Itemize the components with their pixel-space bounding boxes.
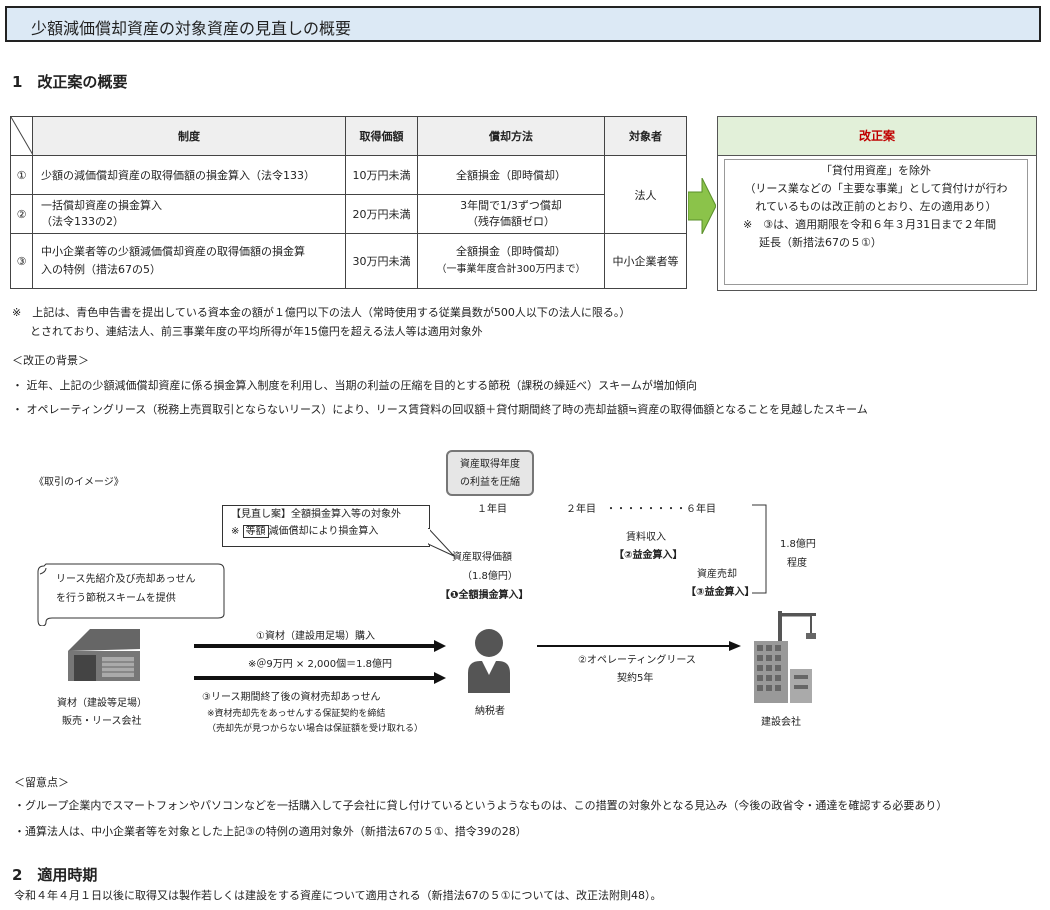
price-cell: 10万円未満 <box>345 155 418 195</box>
lease-arrow <box>537 641 741 651</box>
asset-price-line: （1.8億円） <box>462 571 518 582</box>
table-header: 対象者 <box>604 116 687 156</box>
method-line: 全額損金（即時償却） <box>456 245 566 258</box>
scroll-line: リース先紹介及び売却あっせん <box>56 574 196 585</box>
target-cell: 法人 <box>604 155 687 234</box>
compress-line: 資産取得年度 <box>460 459 520 470</box>
sale-line: 資産売却 <box>697 569 737 580</box>
row-number: ① <box>10 155 33 195</box>
title-bar: 少額減価償却資産の対象資産の見直しの概要 <box>5 6 1041 42</box>
company-line: 販売・リース会社 <box>62 716 142 727</box>
page-title: 少額減価償却資産の対象資産の見直しの概要 <box>31 19 352 38</box>
rent-line: 賃料収入 <box>626 532 666 543</box>
system-cell: 中小企業者等の少額減価償却資産の取得価額の損金算 入の特例（措法67の5） <box>32 233 346 289</box>
points-heading: ＜留意点＞ <box>14 776 69 789</box>
table-header: 制度 <box>32 116 346 156</box>
method-cell: 全額損金（即時償却） （一事業年度合計300万円まで） <box>417 233 605 289</box>
arrow-2-label: ③リース期間終了後の資材売却あっせん <box>202 692 381 703</box>
section-2-text: 令和４年４月１日以後に取得又は製作若しくは建設をする資産について適用される（新措… <box>14 889 662 902</box>
arrow-2-note: ※資材売却先をあっせんする保証契約を締結 <box>207 709 386 719</box>
arrow-2-note: （売却先が見つからない場合は保証額を受け取れる） <box>207 724 424 734</box>
point-2: ・通算法人は、中小企業者等を対象とした上記③の特例の適用対象外（新措法67の５①… <box>14 825 527 838</box>
diagram-label: 《取引のイメージ》 <box>34 477 124 488</box>
system-cell: 少額の減価償却資産の取得価額の損金算入（法令133） <box>32 155 346 195</box>
year-2-6-label: ２年目 ・・・・・・・・６年目 <box>566 504 716 515</box>
right-arrow-icon <box>688 178 716 234</box>
table-header-row: 制度 取得価額 償却方法 対象者 <box>10 116 687 156</box>
review-callout: 【見直し案】全額損金算入等の対象外 ※ 等額減価償却により損金算入 <box>222 505 430 547</box>
reform-line: ※ ③は、適用期限を令和６年３月31日まで２年間 <box>743 218 997 231</box>
rent-line: 【②益金算入】 <box>614 550 683 561</box>
warehouse-icon <box>68 629 140 681</box>
reform-line: （リース業などの「主要な事業」として貸付けが行わ <box>744 182 1008 195</box>
amount-line: 1.8億円 <box>780 539 816 550</box>
background-heading: ＜改正の背景＞ <box>12 354 89 367</box>
compress-line: の利益を圧縮 <box>460 477 520 488</box>
asset-price-line: 資産取得価額 <box>452 552 512 563</box>
method-cell: 3年間で1/3ずつ償却 （残存価額ゼロ） <box>417 194 605 234</box>
system-line: 入の特例（措法67の5） <box>41 263 161 276</box>
reform-line: 「貸付用資産」を除外 <box>821 164 931 177</box>
arrow-1-note: ※＠9万円 × 2,000個＝1.8億円 <box>248 659 393 670</box>
reform-box: 改正案 「貸付用資産」を除外 （リース業などの「主要な事業」として貸付けが行わ … <box>717 116 1037 291</box>
background-bullet-2: ・ オペレーティングリース（税務上売買取引とならないリース）により、リース賃貸料… <box>12 403 868 416</box>
target-cell: 中小企業者等 <box>604 233 687 289</box>
construction-label: 建設会社 <box>761 717 801 728</box>
table-header: 償却方法 <box>417 116 605 156</box>
method-line: 3年間で1/3ずつ償却 <box>460 199 562 212</box>
review-box-text: 等額 <box>242 525 269 538</box>
point-1: ・グループ企業内でスマートフォンやパソコンなどを一括購入して子会社に貸し付けてい… <box>14 799 948 812</box>
diagonal-cell <box>10 116 33 156</box>
person-icon <box>468 629 510 693</box>
table-row: ③ 中小企業者等の少額減価償却資産の取得価額の損金算 入の特例（措法67の5） … <box>10 233 687 289</box>
note-line-2: とされており、連結法人、前三事業年度の平均所得が年15億円を超える法人等は適用対… <box>30 325 483 338</box>
system-line: 中小企業者等の少額減価償却資産の取得価額の損金算 <box>41 245 305 258</box>
method-cell: 全額損金（即時償却） <box>417 155 605 195</box>
year-1-label: １年目 <box>477 504 507 515</box>
bracket-shape <box>752 504 767 594</box>
table-header: 取得価額 <box>345 116 418 156</box>
reform-line: れているものは改正前のとおり、左の適用あり） <box>755 200 997 213</box>
scroll-shape <box>37 563 225 626</box>
amount-line: 程度 <box>787 558 807 569</box>
row-number: ② <box>10 194 33 234</box>
arrow-3-note: 契約5年 <box>617 673 654 684</box>
callout-pointer <box>428 528 455 557</box>
purchase-arrows <box>194 640 446 684</box>
system-cell: 一括償却資産の損金算入 （法令133の2） <box>32 194 346 234</box>
arrow-3-label: ②オペレーティングリース <box>578 655 696 666</box>
compress-box: 資産取得年度 の利益を圧縮 <box>446 450 534 496</box>
section-2-heading: 2 適用時期 <box>12 866 98 884</box>
reform-line: 延長（新措法67の５①） <box>759 236 882 249</box>
review-line: 【見直し案】全額損金算入等の対象外 <box>231 509 401 520</box>
system-line: 一括償却資産の損金算入 <box>41 199 162 212</box>
table-row: ② 一括償却資産の損金算入 （法令133の2） 20万円未満 3年間で1/3ずつ… <box>10 194 687 234</box>
asset-price-line: 【❶全額損金算入】 <box>440 590 529 601</box>
price-cell: 30万円未満 <box>345 233 418 289</box>
method-line: （残存価額ゼロ） <box>467 215 555 228</box>
note-line-1: ※ 上記は、青色申告書を提出している資本金の額が１億円以下の法人（常時使用する従… <box>12 306 631 319</box>
row-number: ③ <box>10 233 33 289</box>
scroll-line: を行う節税スキームを提供 <box>56 593 176 604</box>
arrow-1-label: ①資材（建設用足場）購入 <box>256 631 375 642</box>
table-row: ① 少額の減価償却資産の取得価額の損金算入（法令133） 10万円未満 全額損金… <box>10 155 687 234</box>
method-line: （一事業年度合計300万円まで） <box>436 264 586 275</box>
taxpayer-label: 納税者 <box>475 706 505 717</box>
reform-heading: 改正案 <box>718 117 1036 156</box>
sale-line: 【③益金算入】 <box>686 587 755 598</box>
company-line: 資材（建設等足場） <box>57 698 147 709</box>
review-line: ※ 等額減価償却により損金算入 <box>231 525 379 538</box>
system-line: （法令133の2） <box>41 215 124 228</box>
reform-content: 「貸付用資産」を除外 （リース業などの「主要な事業」として貸付けが行わ れている… <box>724 159 1028 285</box>
price-cell: 20万円未満 <box>345 194 418 234</box>
system-table: 制度 取得価額 償却方法 対象者 ① 少額の減価償却資産の取得価額の損金算入（法… <box>10 116 687 289</box>
section-1-heading: 1 改正案の概要 <box>12 73 128 91</box>
background-bullet-1: ・ 近年、上記の少額減価償却資産に係る損金算入制度を利用し、当期の利益の圧縮を目… <box>12 379 697 392</box>
construction-icon <box>754 611 816 703</box>
